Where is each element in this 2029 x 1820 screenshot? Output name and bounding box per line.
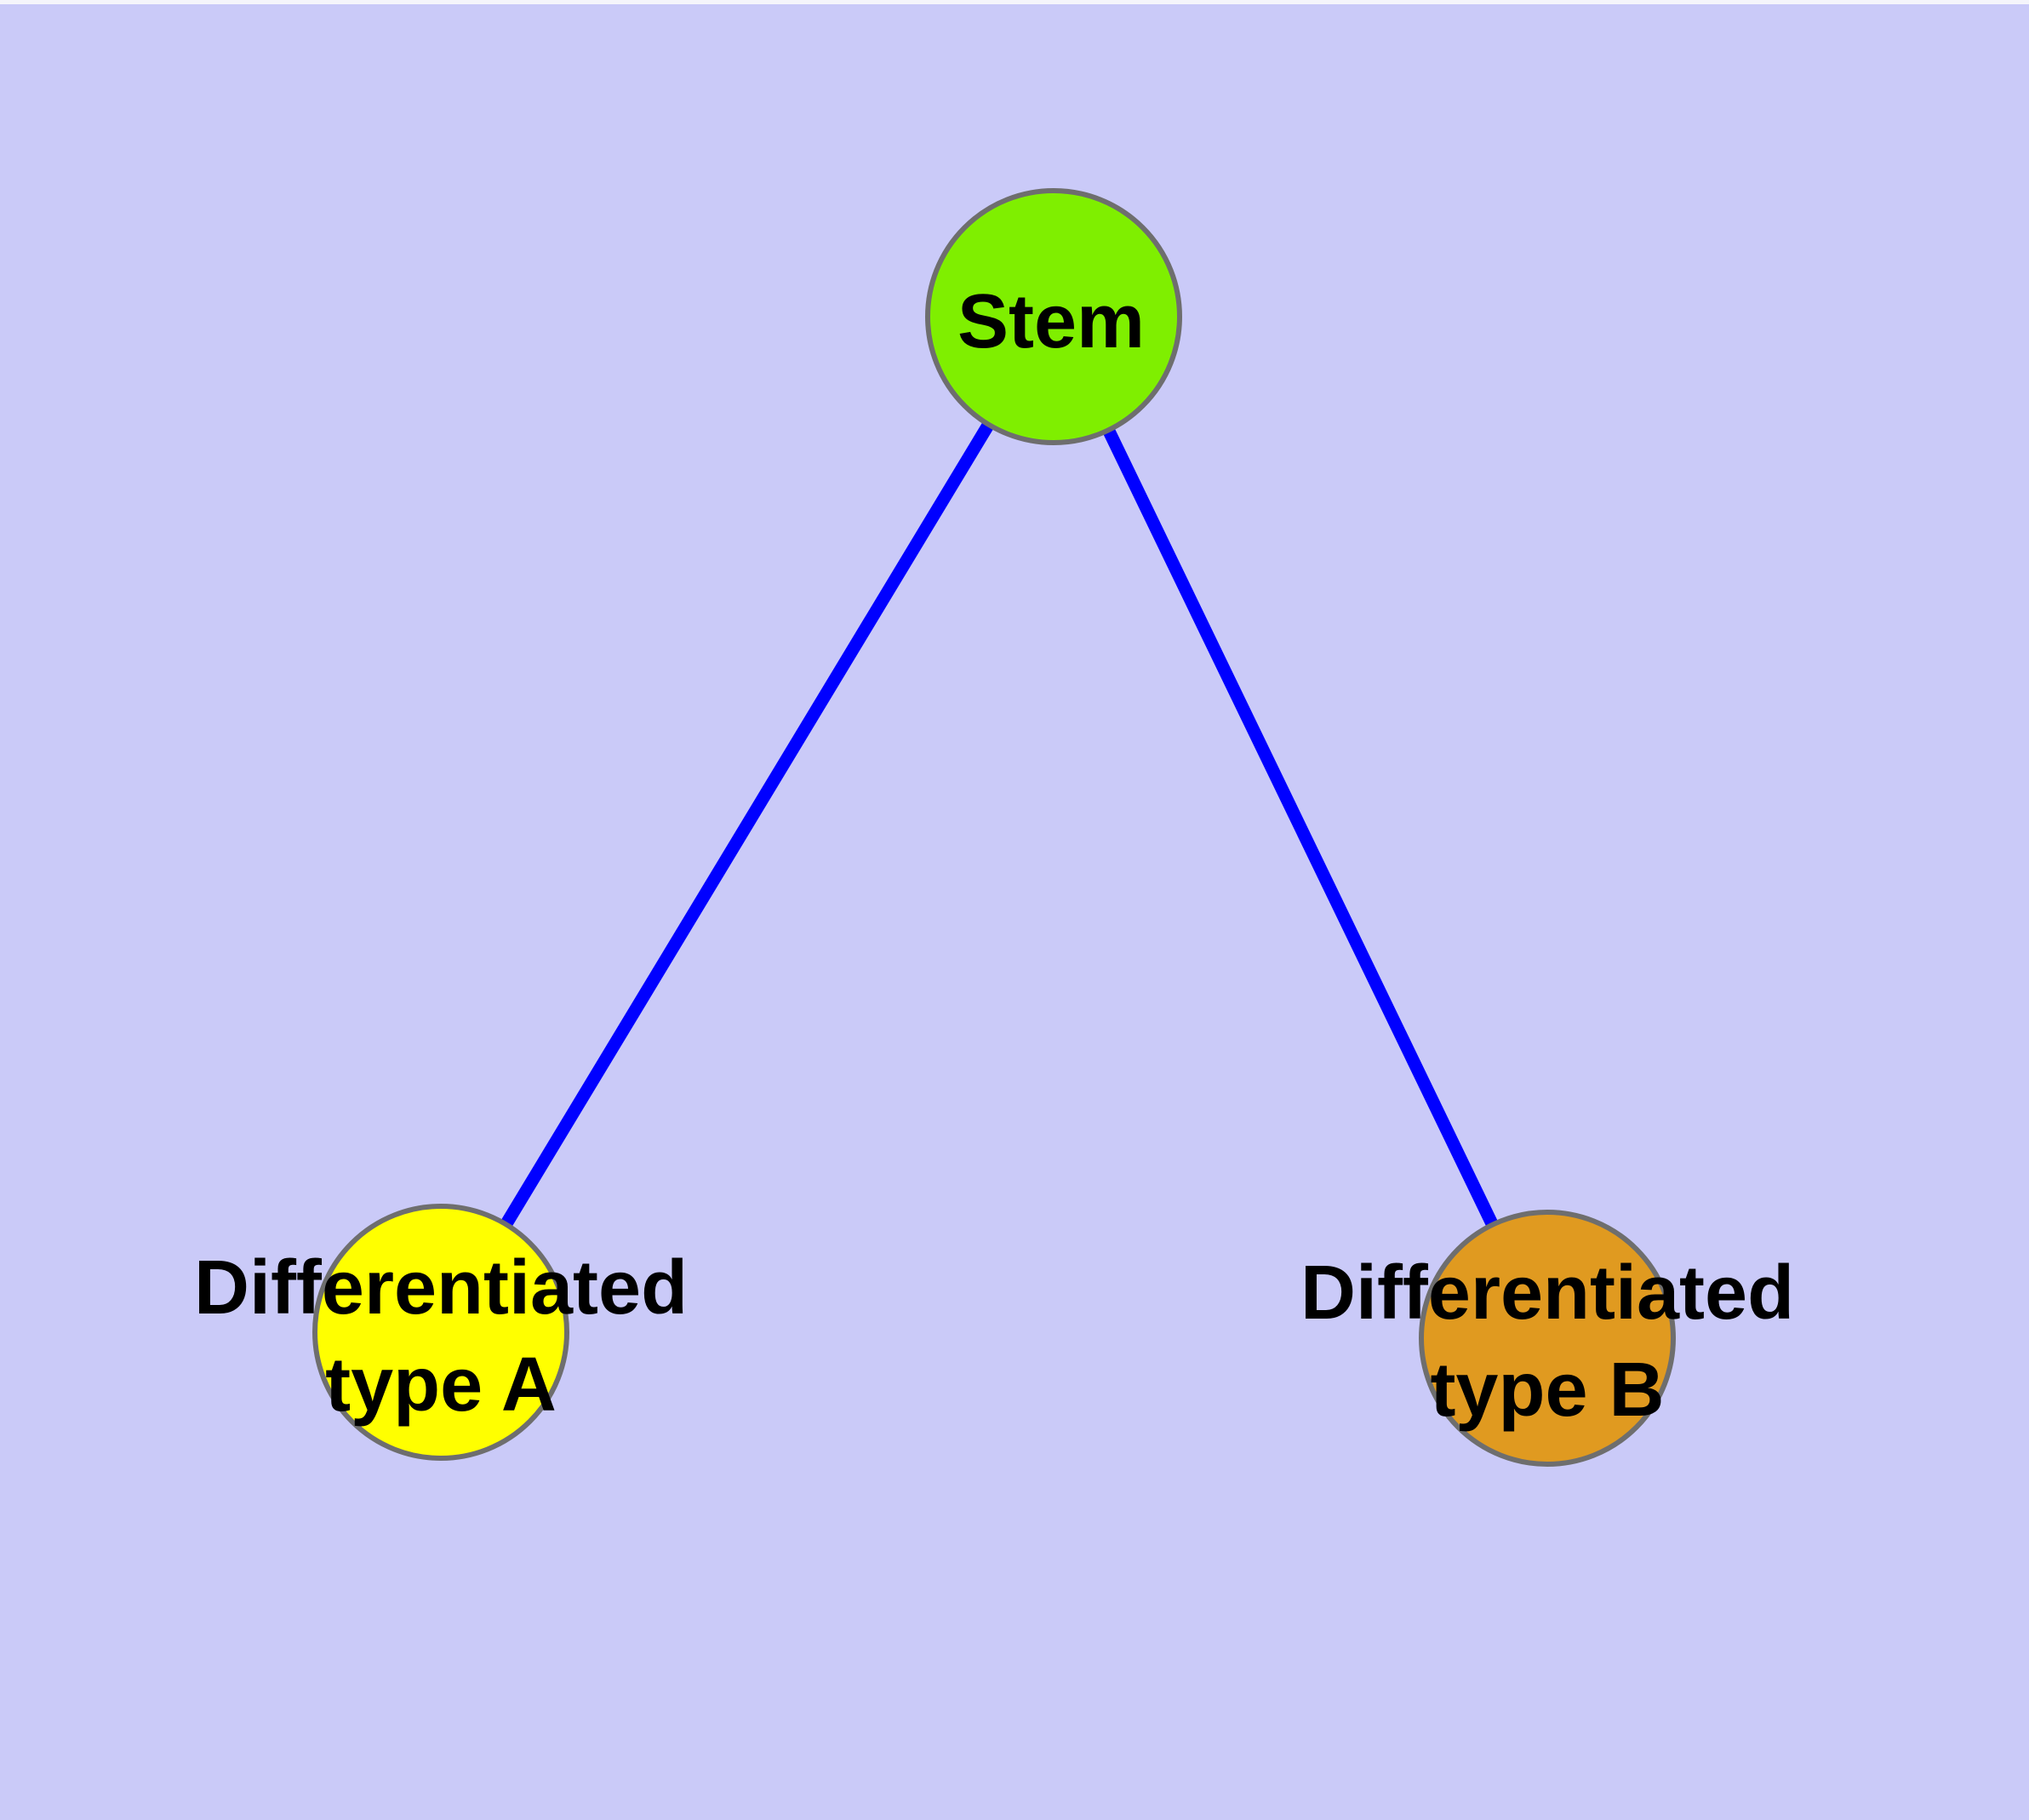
node-type-a-label-line2: type A — [325, 1342, 557, 1428]
edge-stem-to-type-b — [1048, 313, 1553, 1342]
node-type-a-circle — [312, 1204, 569, 1461]
node-stem-label-text: Stem — [957, 279, 1146, 364]
node-type-b-label-line2: type B — [1430, 1348, 1665, 1433]
node-type-a-label: Differentiated type A — [194, 1239, 688, 1434]
node-type-a-label-line1: Differentiated — [193, 1245, 689, 1331]
node-stem-label: Stem — [957, 273, 1145, 370]
node-type-b-circle — [1419, 1210, 1676, 1467]
node-type-b-label-line1: Differentiated — [1300, 1251, 1795, 1336]
top-edge-strip — [0, 0, 2029, 4]
node-stem-circle — [925, 188, 1182, 445]
node-type-b-label: Differentiated type B — [1300, 1245, 1794, 1439]
edge-stem-to-type-a — [435, 313, 1060, 1336]
